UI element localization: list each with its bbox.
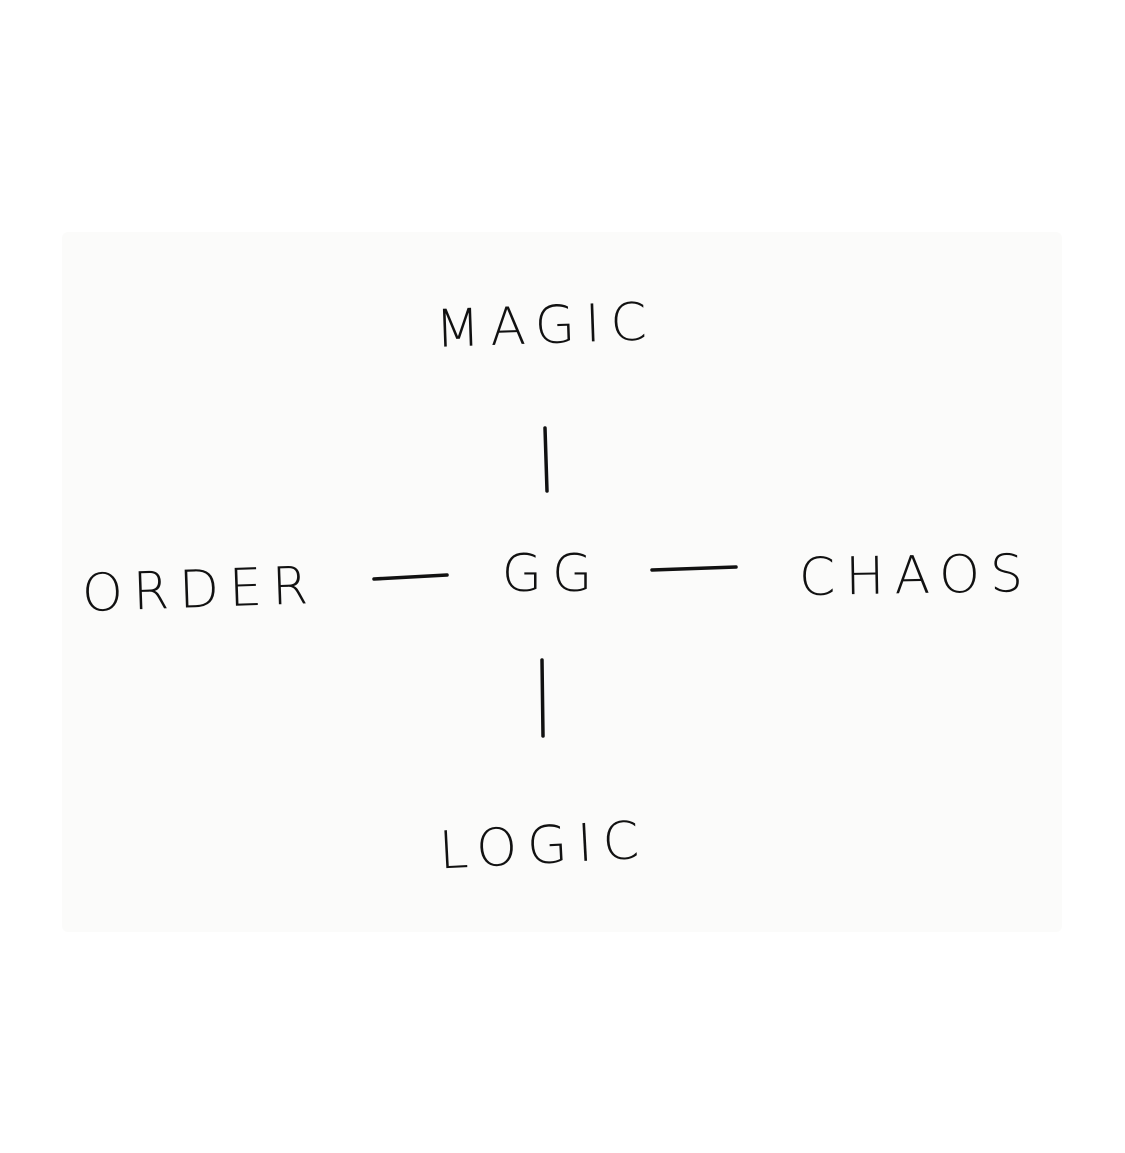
paper-sheet — [62, 232, 1062, 932]
connector-bottom — [540, 658, 545, 738]
node-order: ORDER — [80, 555, 320, 625]
node-logic: LOGIC — [437, 810, 651, 882]
connector-top — [543, 426, 549, 493]
connector-right — [650, 565, 738, 572]
node-center: GG — [501, 544, 603, 604]
node-magic: MAGIC — [434, 292, 658, 360]
node-chaos: CHAOS — [798, 543, 1034, 609]
connector-left — [372, 573, 449, 581]
